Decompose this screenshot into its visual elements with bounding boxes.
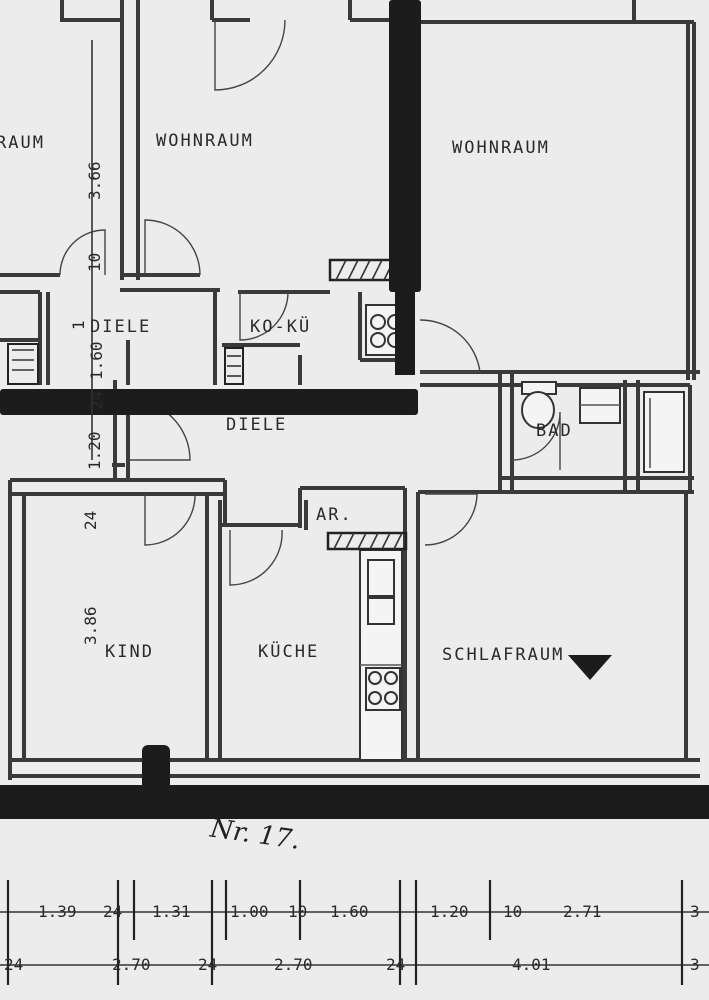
ink-triangle bbox=[568, 655, 612, 680]
room-label-kind: KIND bbox=[105, 642, 154, 662]
room-label-diele-2: DIELE bbox=[226, 415, 287, 435]
dimension-lines bbox=[0, 40, 709, 985]
kitchen-fixtures bbox=[359, 549, 403, 761]
room-label-ar: AR. bbox=[316, 505, 353, 525]
door-swings bbox=[59, 19, 561, 586]
dim-24b: 24 bbox=[81, 511, 100, 530]
dim-row1-1-39: 1.39 bbox=[38, 902, 77, 921]
toilet-icon bbox=[521, 381, 557, 429]
heavy-wall-horizontal-middle bbox=[0, 389, 418, 415]
dim-row1-1-20: 1.20 bbox=[430, 902, 469, 921]
room-label-raum: RAUM bbox=[0, 133, 45, 153]
dim-1-60: 1.60 bbox=[87, 341, 106, 380]
room-label-schlafraum: SCHLAFRAUM bbox=[442, 645, 564, 665]
heavy-wall-corner bbox=[395, 285, 415, 375]
dim-row1-1-60: 1.60 bbox=[330, 902, 369, 921]
dim-3-86: 3.86 bbox=[81, 606, 100, 645]
room-label-wohnraum-2: WOHNRAUM bbox=[452, 138, 550, 158]
room-label-wohnraum-1: WOHNRAUM bbox=[156, 131, 254, 151]
dim-10: 10 bbox=[85, 253, 104, 272]
dim-row1-1-31: 1.31 bbox=[152, 902, 191, 921]
bathroom-walls bbox=[498, 372, 694, 494]
dim-1: 1 bbox=[69, 320, 88, 330]
dim-row1-3: 3 bbox=[690, 902, 700, 921]
dim-row2-3: 3 bbox=[690, 955, 700, 974]
dim-row1-10a: 10 bbox=[288, 902, 307, 921]
dim-1-20: 1.20 bbox=[85, 431, 104, 470]
room-label-ko-ku: KO-KÜ bbox=[250, 315, 311, 337]
heavy-wall-vertical bbox=[389, 0, 421, 292]
dim-3-66: 3.66 bbox=[85, 161, 104, 200]
upper-walls bbox=[0, 0, 405, 385]
dim-row2-24a: 24 bbox=[4, 955, 23, 974]
ink-blot bbox=[142, 745, 170, 790]
dim-row2-4-01: 4.01 bbox=[512, 955, 551, 974]
dim-row1-2-71: 2.71 bbox=[563, 902, 602, 921]
dim-row1-24: 24 bbox=[103, 902, 122, 921]
dim-row1-10b: 10 bbox=[503, 902, 522, 921]
room-label-kueche: KÜCHE bbox=[258, 640, 319, 662]
dim-row2-2-70a: 2.70 bbox=[112, 955, 151, 974]
dim-row2-2-70b: 2.70 bbox=[274, 955, 313, 974]
stove-icon bbox=[365, 667, 401, 711]
hatched-vents-left bbox=[7, 343, 244, 385]
heavy-wall-horizontal-lower bbox=[0, 785, 709, 819]
dim-row1-1-00: 1.00 bbox=[230, 902, 269, 921]
dim-24a: 24 bbox=[87, 391, 106, 410]
room-label-diele-1: DIELE bbox=[90, 317, 151, 337]
hatched-duct-lower bbox=[326, 531, 408, 551]
dim-row2-24c: 24 bbox=[386, 955, 405, 974]
dim-row2-24b: 24 bbox=[198, 955, 217, 974]
room-label-bad: BAD bbox=[536, 421, 573, 441]
